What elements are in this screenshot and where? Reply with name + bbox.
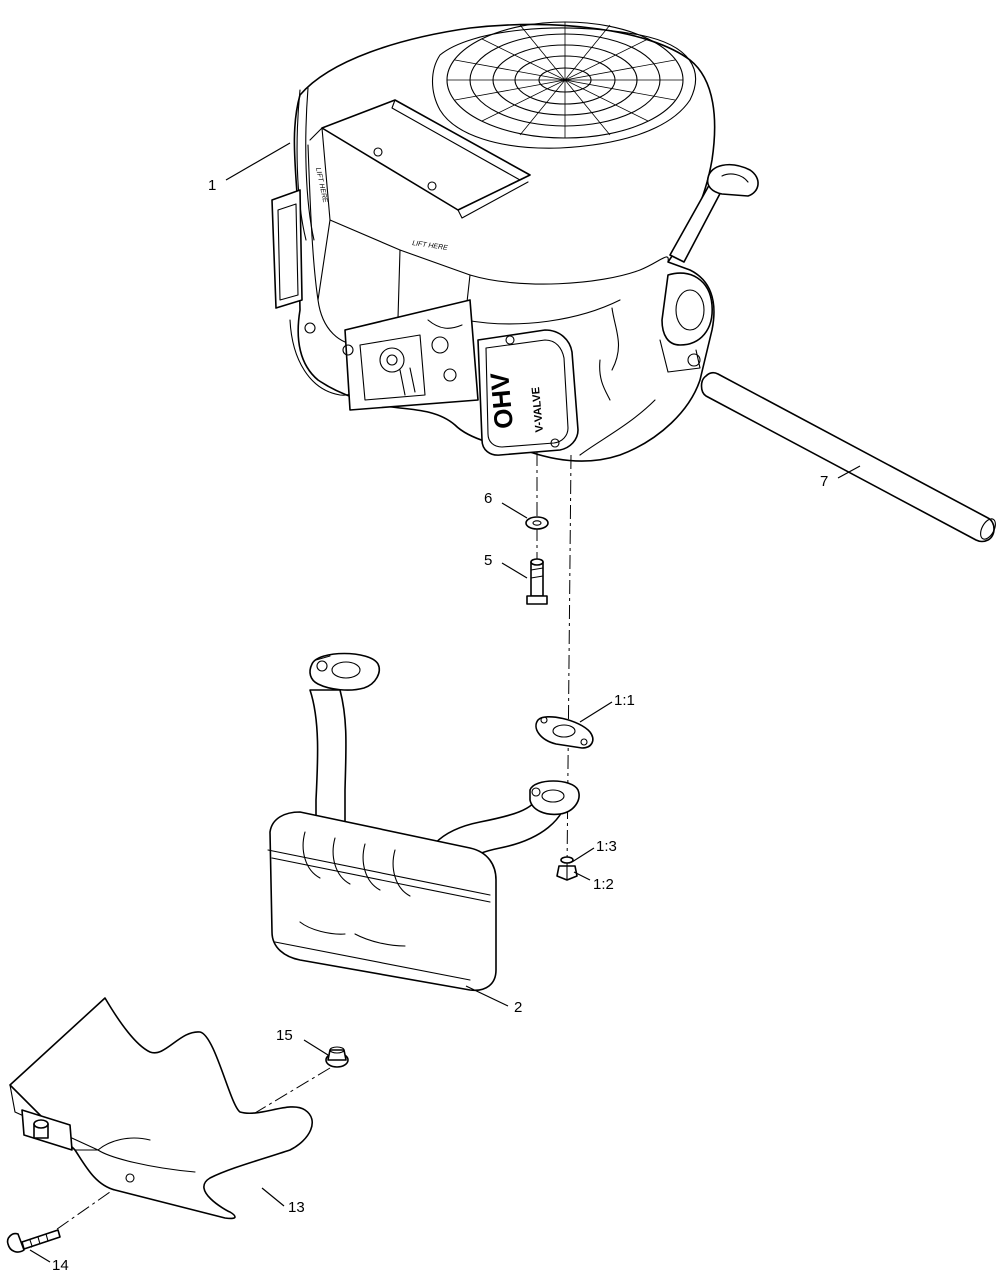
engine-assembly: OHV V-VALVE LIFT HERE LIFT HERE — [271, 21, 759, 462]
callout-1-2: 1:2 — [593, 876, 614, 893]
callout-5: 5 — [484, 552, 492, 569]
nut-washer-part — [556, 856, 578, 881]
callout-1-3: 1:3 — [596, 838, 617, 855]
callout-1: 1 — [208, 177, 216, 194]
callout-6: 6 — [484, 490, 492, 507]
callout-1-1: 1:1 — [614, 692, 635, 709]
muffler-part — [267, 652, 580, 992]
lift-here-stencil: LIFT HERE — [412, 240, 449, 252]
fan-grille-icon — [446, 21, 684, 139]
bolt-part — [526, 558, 548, 605]
callout-labels: 1 7 6 5 1:1 1:3 1:2 2 15 13 14 — [52, 177, 828, 1274]
tube-part — [700, 371, 996, 543]
washer-part — [525, 516, 549, 530]
v-valve-stencil: V-VALVE — [530, 386, 546, 432]
heat-shield-part — [9, 997, 313, 1220]
ohv-stencil: OHV — [484, 371, 519, 430]
gasket-part — [535, 716, 594, 749]
flange-bolt-part — [6, 1229, 61, 1253]
callout-15: 15 — [276, 1027, 293, 1044]
flange-nut-part — [325, 1046, 349, 1068]
callout-14: 14 — [52, 1257, 69, 1274]
leader-lines — [29, 142, 861, 1263]
callout-7: 7 — [820, 473, 828, 490]
callout-13: 13 — [288, 1199, 305, 1216]
callout-2: 2 — [514, 999, 522, 1016]
